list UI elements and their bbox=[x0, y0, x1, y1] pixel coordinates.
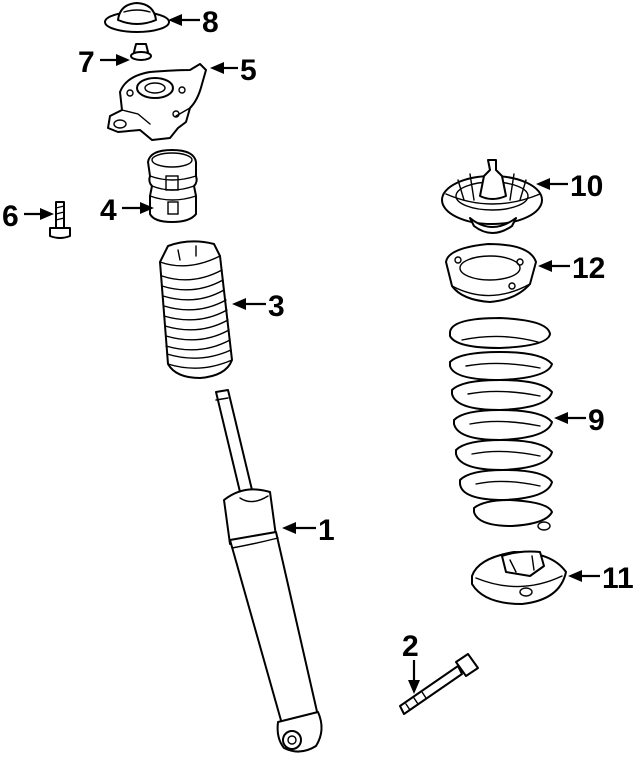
part-upper-mount[interactable] bbox=[107, 63, 207, 141]
callout-8: 8 bbox=[168, 6, 219, 39]
part-bump-stop[interactable] bbox=[147, 149, 198, 223]
callout-5-label: 5 bbox=[240, 54, 257, 87]
callout-7-label: 7 bbox=[78, 46, 95, 79]
callout-10: 10 bbox=[536, 170, 603, 203]
callout-4-label: 4 bbox=[100, 194, 117, 227]
callout-1-label: 1 bbox=[318, 514, 335, 547]
part-coil-spring[interactable] bbox=[449, 317, 553, 531]
callout-10-label: 10 bbox=[570, 170, 603, 203]
part-upper-spring-seat[interactable] bbox=[441, 159, 543, 234]
callout-7: 7 bbox=[78, 46, 130, 79]
callout-9: 9 bbox=[554, 404, 605, 437]
callout-11: 11 bbox=[568, 562, 634, 595]
part-mount-bolt[interactable] bbox=[49, 201, 71, 239]
callout-6-label: 6 bbox=[2, 200, 19, 233]
callout-12: 12 bbox=[538, 252, 605, 285]
part-spring-insulator[interactable] bbox=[445, 243, 537, 303]
part-cap[interactable] bbox=[104, 2, 170, 33]
part-nut[interactable] bbox=[130, 43, 152, 61]
callout-8-label: 8 bbox=[202, 6, 219, 39]
callout-6: 6 bbox=[2, 200, 54, 233]
part-bolt[interactable] bbox=[399, 653, 479, 715]
callout-4: 4 bbox=[100, 194, 154, 227]
callout-9-label: 9 bbox=[588, 404, 605, 437]
callout-2: 2 bbox=[402, 630, 420, 694]
callout-2-label: 2 bbox=[402, 630, 419, 663]
callout-11-label: 11 bbox=[602, 562, 634, 595]
callout-12-label: 12 bbox=[572, 252, 605, 285]
part-dust-boot[interactable] bbox=[159, 240, 233, 379]
part-lower-spring-seat[interactable] bbox=[471, 550, 567, 605]
callout-3-label: 3 bbox=[268, 290, 285, 323]
callout-5: 5 bbox=[210, 54, 257, 87]
callout-1: 1 bbox=[282, 514, 335, 547]
callout-3: 3 bbox=[232, 290, 285, 323]
part-shock-absorber[interactable] bbox=[215, 389, 323, 753]
